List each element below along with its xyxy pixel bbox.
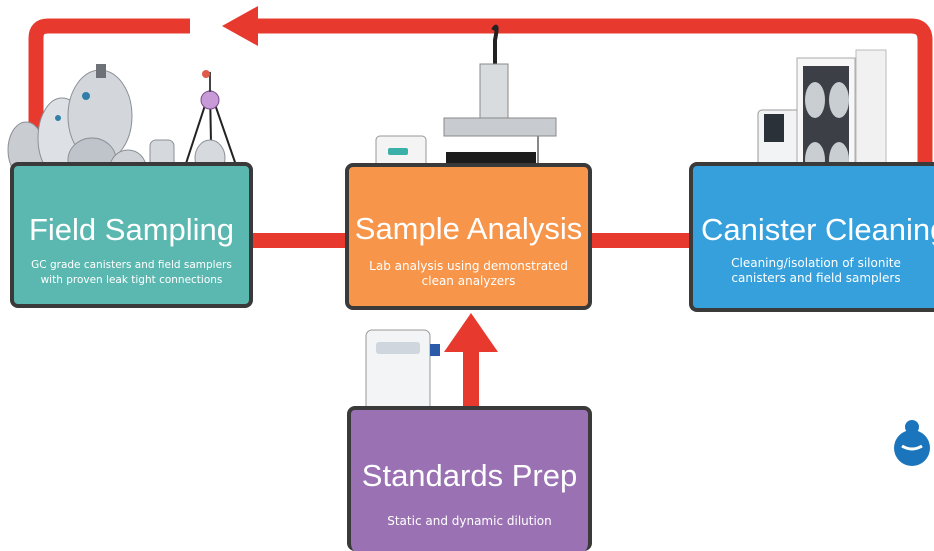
left-loop-segment xyxy=(28,18,190,165)
canister-cleaning-title: Canister Cleaning xyxy=(701,212,934,247)
standards-prep-box: Standards Prep Static and dynamic diluti… xyxy=(347,406,592,551)
canister-cleaning-desc: Cleaning/isolation of silonite canisters… xyxy=(701,256,931,286)
standards-prep-desc: Static and dynamic dilution xyxy=(359,514,580,529)
canister-cleaning-desc-line-1: Cleaning/isolation of silonite xyxy=(731,256,901,270)
field-sampling-desc-line-2: with proven leak tight connections xyxy=(40,274,223,286)
standards-prep-title: Standards Prep xyxy=(361,458,578,493)
canister-cleaning-desc-line-2: canisters and field samplers xyxy=(731,271,901,285)
dilution-system-icon xyxy=(365,329,440,429)
return-loop-arrowhead xyxy=(222,6,258,46)
sample-analysis-desc-line-1: Lab analysis using demonstrated xyxy=(369,259,568,273)
analysis-to-cleaning-connector xyxy=(589,233,693,248)
field-sampling-desc-line-1: GC grade canisters and field samplers xyxy=(31,259,232,271)
field-sampling-desc: GC grade canisters and field samplers wi… xyxy=(22,258,241,288)
standards-prep-desc-line-1: Static and dynamic dilution xyxy=(387,514,552,528)
sample-analysis-desc-line-2: clean analyzers xyxy=(421,274,516,288)
sample-analysis-box: Sample Analysis Lab analysis using demon… xyxy=(345,163,592,310)
sample-analysis-desc: Lab analysis using demonstrated clean an… xyxy=(357,259,580,289)
field-to-analysis-connector xyxy=(250,233,350,248)
field-sampling-title: Field Sampling xyxy=(28,212,235,247)
canister-cleaning-box: Canister Cleaning Cleaning/isolation of … xyxy=(689,162,934,312)
return-loop-connector xyxy=(238,18,933,165)
standards-up-connector xyxy=(463,345,479,409)
field-sampling-box: Field Sampling GC grade canisters and fi… xyxy=(10,162,253,308)
partial-logo-icon xyxy=(894,420,930,466)
standards-up-arrowhead xyxy=(444,313,498,352)
sample-analysis-title: Sample Analysis xyxy=(354,211,583,246)
